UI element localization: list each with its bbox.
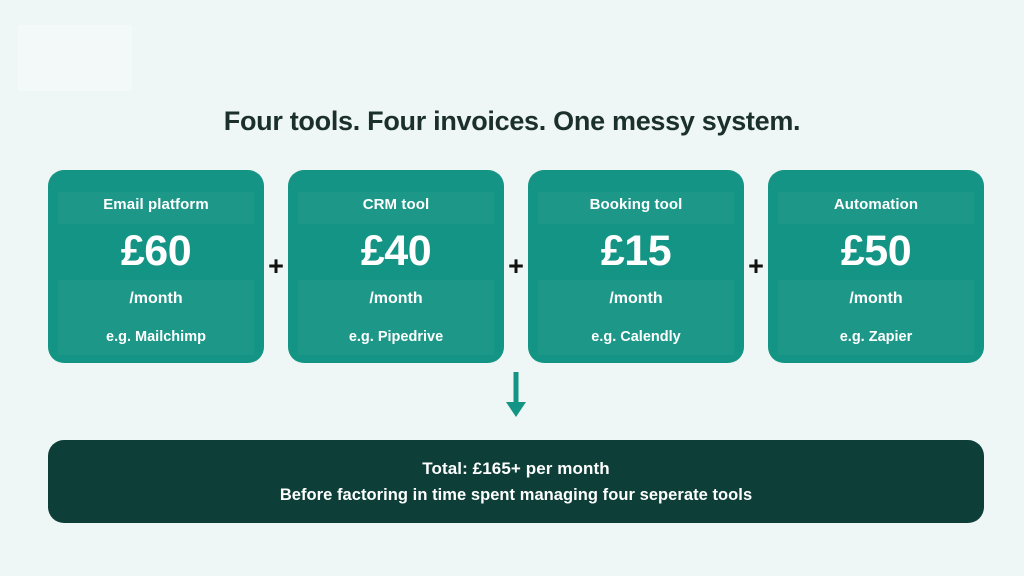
tool-card-price: £50 <box>840 227 912 275</box>
tool-card-label: CRM tool <box>362 196 430 213</box>
tool-card-price: £40 <box>360 227 432 275</box>
tool-card-example: e.g. Calendly <box>591 329 681 345</box>
plus-icon: + <box>268 251 284 281</box>
tool-card-period: /month <box>369 290 423 307</box>
plus-icon: + <box>508 251 524 281</box>
tool-card-example: e.g. Zapier <box>839 329 913 345</box>
tool-card-email-platform: Email platform £60 /month e.g. Mailchimp <box>48 170 264 363</box>
tool-card-label: Automation <box>833 196 919 213</box>
tool-card-example: e.g. Pipedrive <box>348 329 444 345</box>
page-title: Four tools. Four invoices. One messy sys… <box>223 106 801 136</box>
tool-card-period: /month <box>609 290 663 307</box>
plus-icon: + <box>748 251 764 281</box>
tool-card-label: Email platform <box>103 196 209 213</box>
tool-card-example: e.g. Mailchimp <box>106 329 206 345</box>
tool-card-period: /month <box>129 290 183 307</box>
tool-card-price: £15 <box>600 227 672 275</box>
tool-card-period: /month <box>849 290 903 307</box>
tool-card-label: Booking tool <box>589 196 683 213</box>
tool-card-automation: Automation £50 /month e.g. Zapier <box>768 170 984 363</box>
tool-cards-row: Email platform £60 /month e.g. Mailchimp… <box>48 170 984 363</box>
total-amount-text: Total: £165+ per month <box>422 458 610 478</box>
tool-card-booking-tool: Booking tool £15 /month e.g. Calendly <box>528 170 744 363</box>
total-summary-bar: Total: £165+ per month Before factoring … <box>48 440 984 523</box>
arrow-down-icon <box>505 372 527 418</box>
total-caveat-text: Before factoring in time spent managing … <box>279 485 753 504</box>
tool-card-price: £60 <box>120 227 192 275</box>
tool-card-crm-tool: CRM tool £40 /month e.g. Pipedrive <box>288 170 504 363</box>
